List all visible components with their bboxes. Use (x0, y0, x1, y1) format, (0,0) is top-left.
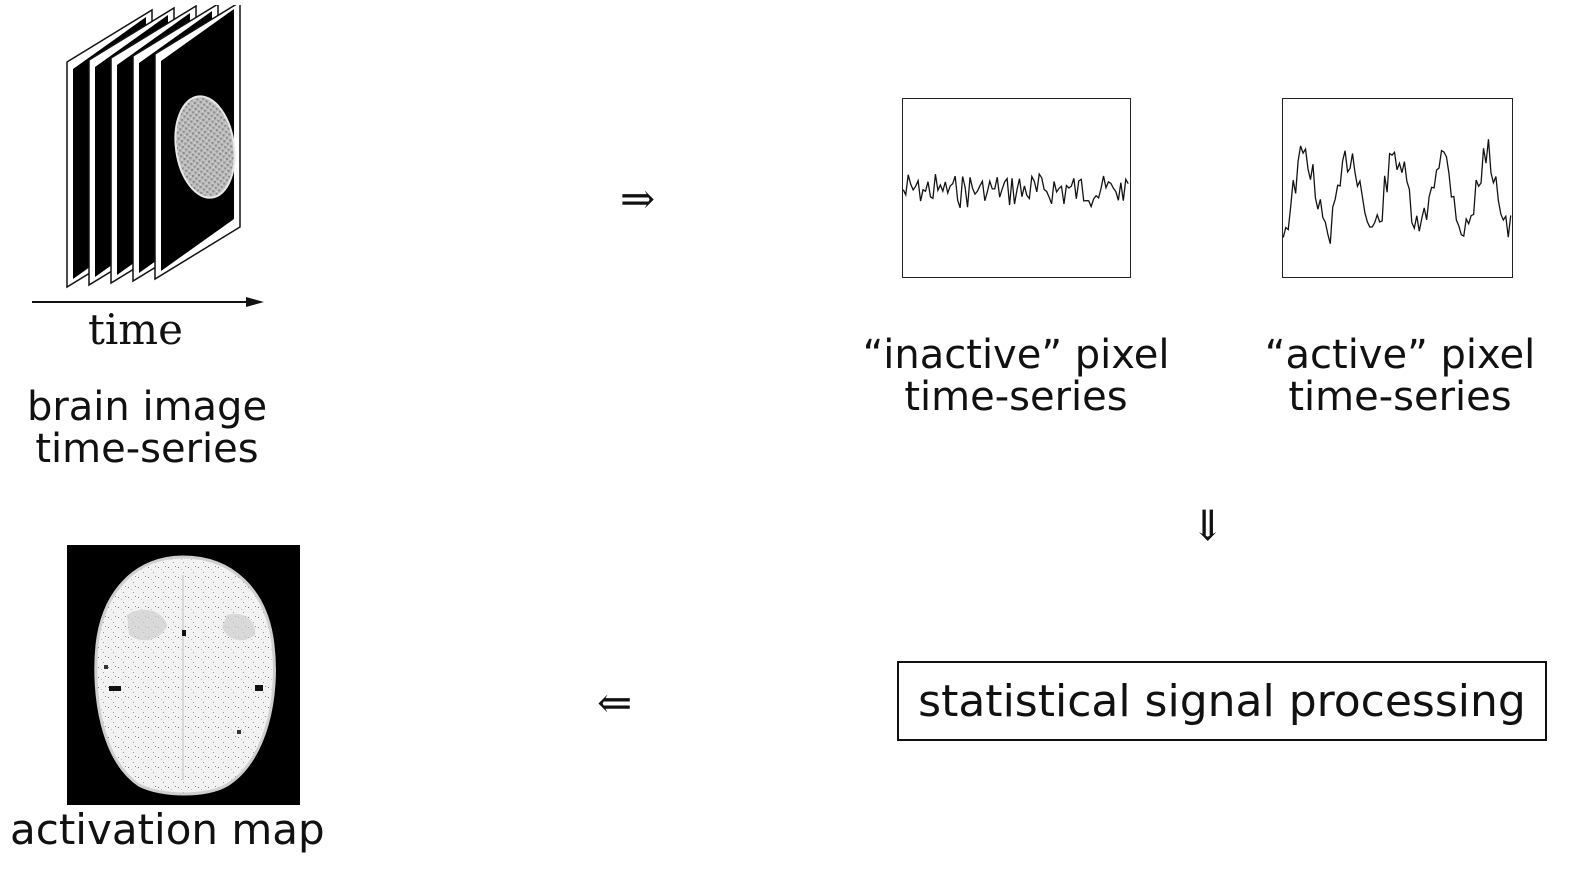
active-timeseries-plot (1282, 98, 1513, 278)
time-label: time (88, 305, 183, 354)
right-arrow-icon: ⇒ (620, 174, 656, 223)
signal-processing-label: statistical signal processing (918, 675, 1526, 727)
activation-map-caption: activation map (10, 805, 325, 854)
active-caption-line1: “active” pixel (1264, 332, 1536, 378)
brain-image-stack (32, 5, 264, 307)
inactive-caption-line1: “inactive” pixel (862, 332, 1170, 378)
inactive-timeseries-plot (902, 98, 1131, 278)
inactive-caption-line2: time-series (904, 374, 1128, 420)
active-caption: “active” pixel time-series (1235, 334, 1565, 418)
active-caption-line2: time-series (1288, 374, 1512, 420)
brain-series-caption: brain image time-series (12, 386, 282, 470)
brain-series-caption-line2: time-series (35, 426, 259, 472)
down-arrow-icon: ⇓ (1190, 501, 1226, 550)
inactive-caption: “inactive” pixel time-series (836, 334, 1196, 418)
active-signal-line (1283, 139, 1512, 244)
signal-processing-box: statistical signal processing (897, 661, 1547, 741)
brain-series-caption-line1: brain image (26, 384, 268, 430)
left-arrow-icon: ⇐ (597, 678, 633, 727)
inactive-signal-line (903, 172, 1129, 209)
brain-slice (174, 95, 236, 199)
activation-map-image (67, 545, 300, 805)
